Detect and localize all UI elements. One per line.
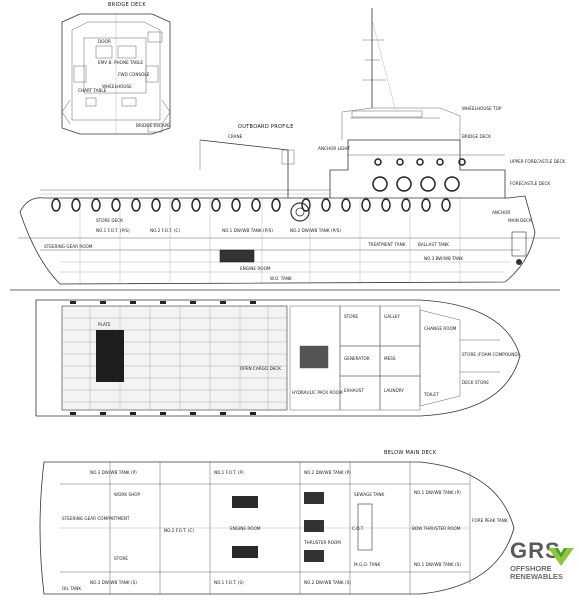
below-label-fore-peak: FORE PEAK TANK (472, 518, 508, 523)
below-label-store: STORE (114, 556, 128, 561)
main-deck-label-laundry: LAUNDRY (384, 388, 404, 393)
main-deck-label-toilet: TOILET (423, 392, 439, 397)
below-label-no2-fot: NO.2 F.O.T. (C) (164, 528, 194, 533)
profile-label-upper-forecastle-deck: UPPER FORECASTLE DECK (510, 159, 565, 164)
below-main-deck-view: BELOW MAIN DECK NO.3 DW/WB TANK (P) NO.3… (39, 450, 515, 595)
main-deck-label-plate: PLATE (98, 322, 111, 327)
below-label-mgo: M.G.O. TANK (354, 562, 381, 567)
main-deck-label-foam-store: STORE (FOAM COMPOUND) (462, 352, 520, 357)
cargo-deck-plate (96, 330, 124, 382)
below-label-bow-thruster: BOW THRUSTER ROOM (412, 526, 461, 531)
profile-label-bridge-deck: BRIDGE DECK (462, 134, 491, 139)
below-label-steering-gear: STEERING GEAR COMPARTMENT (62, 516, 130, 521)
bridge-label-door: DOOR (98, 39, 111, 44)
bridge-label-escape: BRIDGE ESCAPE (136, 123, 170, 128)
profile-label-no2-fot: NO.2 F.O.T. (C) (150, 228, 180, 233)
below-label-no3-dw-wb-p: NO.3 DW/WB TANK (P) (90, 470, 137, 475)
below-deck-outline (39, 461, 515, 595)
below-label-no3-dw-wb-s: NO.3 DW/WB TANK (S) (90, 580, 137, 585)
main-deck-label-hydraulic: HYDRAULIC PACK ROOM (292, 390, 343, 395)
bridge-label-chart-table: CHART TABLE (78, 88, 107, 93)
below-label-cot: C.O.T. (352, 526, 364, 531)
main-deck-label-deck-store: DECK STORE (462, 380, 489, 385)
below-label-no1-dw-wb-s: NO.1 DW/WB TANK (S) (414, 562, 461, 567)
profile-label-store-deck: STORE DECK (96, 218, 123, 223)
below-label-oil-tank: OIL TANK (62, 586, 81, 591)
below-label-thruster-room: THRUSTER ROOM (303, 540, 341, 545)
profile-label-forecastle-deck: FORECASTLE DECK (510, 181, 550, 186)
profile-label-ballast-tank: BALLAST TANK (418, 242, 449, 247)
grs-logo: GRS OFFSHORE RENEWABLES (508, 538, 574, 596)
below-label-work-shop: WORK SHOP (114, 492, 141, 497)
bridge-label-fwd-console: FWD CONSOLE (118, 72, 150, 77)
main-deck-label-cargo: OPEN CARGO DECK (240, 366, 281, 371)
chevron-logo-icon (548, 548, 574, 566)
below-label-no2-dw-wb-p: NO.2 DW/WB TANK (P) (304, 470, 351, 475)
main-deck-outline (35, 299, 521, 417)
below-label-engine-room: ENGINE ROOM (230, 526, 261, 531)
main-deck-label-galley: GALLEY (384, 314, 400, 319)
profile-label-main-deck: MAIN DECK (508, 218, 532, 223)
profile-label-anchor: ANCHOR (492, 210, 510, 215)
logo-line2: RENEWABLES (510, 572, 563, 581)
bridge-deck-view: BRIDGE DECK DOOR EMV B. PHONE TABLE FWD … (61, 2, 171, 135)
hull-profile (19, 195, 536, 285)
below-main-deck-title: BELOW MAIN DECK (384, 450, 437, 456)
outboard-profile-view: OUTBOARD PROFILE (10, 8, 565, 291)
profile-label-crane: CRANE (228, 134, 243, 139)
bridge-deck-title: BRIDGE DECK (108, 2, 146, 8)
profile-label-wheelhouse-top: WHEELHOUSE TOP (462, 106, 502, 111)
profile-label-no1-fot: NO.1 F.O.T. (P/S) (96, 228, 130, 233)
below-label-no1-fot-p: NO.1 F.O.T. (P) (214, 470, 244, 475)
main-deck-label-generator: GENERATOR (344, 356, 370, 361)
profile-label-no2-dw-wb: NO.2 DW/WB TANK (P/S) (290, 228, 341, 233)
main-deck-label-change-room: CHANGE ROOM (424, 326, 457, 331)
profile-label-treatment-tank: TREATMENT TANK (367, 242, 406, 247)
profile-label-anchor-light: ANCHOR LIGHT (318, 146, 351, 151)
logo-line1: OFFSHORE (510, 564, 552, 573)
below-label-no1-dw-wb-p: NO.1 DW/WB TANK (P) (414, 490, 461, 495)
below-label-sewage: SEWAGE TANK (354, 492, 384, 497)
main-deck-label-store: STORE (344, 314, 358, 319)
main-deck-label-exhaust: EXHAUST (344, 388, 364, 393)
bridge-label-wheelhouse: WHEELHOUSE (102, 84, 132, 89)
outboard-profile-title: OUTBOARD PROFILE (238, 124, 294, 130)
profile-label-steering-gear-room: STEERING GEAR ROOM (44, 244, 93, 249)
profile-label-no1-dw-wb: NO.1 DW/WB TANK (P/S) (222, 228, 273, 233)
bridge-label-phone-table: EMV B. PHONE TABLE (98, 60, 143, 65)
main-deck-label-mess: MESS (384, 356, 396, 361)
below-label-no2-dw-wb-s: NO.2 DW/WB TANK (S) (304, 580, 351, 585)
profile-label-engine-room: ENGINE ROOM (240, 266, 271, 271)
below-label-no1-fot-s: NO.1 F.O.T. (S) (214, 580, 244, 585)
profile-label-no3-bw-wb: NO.3 BW/WB TANK (424, 256, 463, 261)
main-deck-plan-view: OPEN CARGO DECK PLATE HYDRAULIC PACK ROO… (35, 299, 521, 417)
profile-label-wo-tank: W.O. TANK (270, 276, 292, 281)
